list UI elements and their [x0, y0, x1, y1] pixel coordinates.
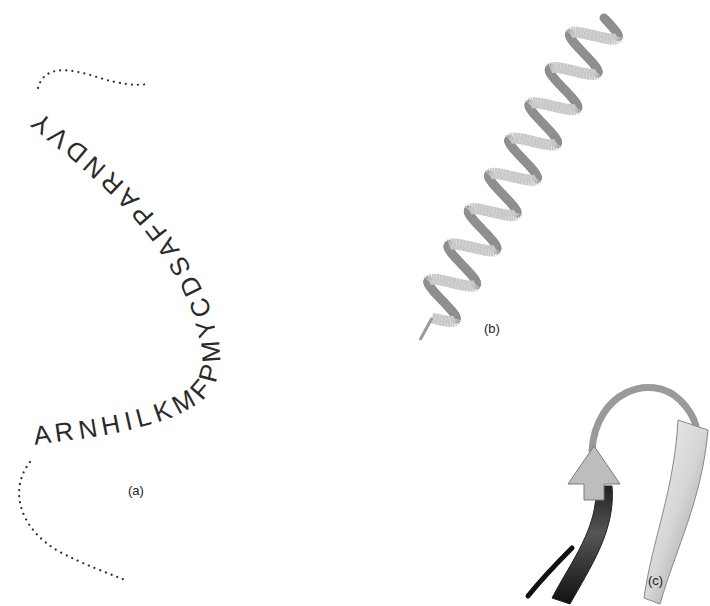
- helix-front: [454, 315, 455, 326]
- beta-strand: [552, 486, 612, 604]
- helix-front: [571, 103, 583, 115]
- helix-front: [468, 281, 470, 292]
- helix-front: [490, 244, 502, 256]
- helix-front: [587, 68, 590, 79]
- helix-front: [450, 238, 452, 249]
- panel-label: (a): [128, 484, 144, 497]
- residue-letter: Y: [192, 317, 221, 340]
- helix-back: [444, 240, 454, 250]
- helix-front: [470, 279, 482, 291]
- helix-front: [504, 133, 516, 145]
- helix-front: [495, 245, 496, 256]
- dotted-chain: [19, 462, 125, 580]
- helix-front: [551, 138, 563, 150]
- helix-front: [511, 209, 523, 221]
- helix-front: [569, 104, 571, 115]
- helix-front: [616, 33, 617, 44]
- helix-front: [564, 27, 576, 39]
- helix-front: [451, 319, 462, 320]
- helix-front: [546, 139, 549, 150]
- beta-sheet: [528, 387, 708, 604]
- helix-front: [445, 315, 448, 326]
- helix-front: [483, 168, 495, 180]
- helix-front: [610, 33, 612, 44]
- helix-front: [488, 245, 490, 256]
- helix-front: [549, 139, 551, 150]
- residue-letter: A: [31, 421, 52, 449]
- helix-back: [545, 64, 555, 74]
- helix-front: [576, 104, 577, 115]
- helix-front: [423, 274, 435, 286]
- panel-label: (c): [648, 574, 663, 587]
- helix-front: [524, 98, 536, 110]
- helix-back: [604, 18, 606, 21]
- beta-strand: [528, 548, 572, 596]
- helix-front: [572, 27, 574, 38]
- helix-front: [448, 316, 450, 327]
- helix-front: [535, 174, 536, 185]
- helix-front: [491, 168, 493, 179]
- helix-front: [430, 274, 432, 285]
- residue-letter: M: [197, 340, 225, 363]
- alpha-helix: [420, 18, 618, 340]
- beta-strand: [644, 420, 708, 604]
- helix-front: [567, 104, 570, 115]
- strand-arrowhead: [568, 446, 620, 500]
- helix-front: [450, 315, 462, 327]
- helix-front: [531, 173, 543, 185]
- residue-letter: H: [99, 410, 122, 439]
- panel-label: (b): [484, 322, 500, 335]
- helix-front: [612, 32, 624, 44]
- sequence-guide: [30, 110, 218, 444]
- helix-front: [511, 132, 513, 143]
- helix-front: [529, 175, 531, 186]
- helix-front: [471, 203, 473, 214]
- helix-front: [526, 174, 529, 185]
- residue-letter: C: [184, 294, 215, 321]
- helix-front: [613, 37, 624, 38]
- residue-letter: I: [122, 407, 135, 434]
- helix-front: [486, 245, 489, 256]
- helix-front: [506, 210, 509, 221]
- helix-front: [511, 213, 522, 214]
- helix-front: [515, 209, 516, 220]
- helix-front: [465, 280, 468, 291]
- helix-tail: [420, 318, 432, 340]
- helix-front: [509, 210, 511, 221]
- helix-front: [590, 69, 592, 80]
- helix-front: [551, 62, 553, 73]
- dotted-chain: [38, 70, 148, 88]
- residue-letter: L: [133, 403, 154, 432]
- helix-front: [607, 33, 610, 44]
- helix-front: [474, 280, 475, 291]
- helix-front: [592, 68, 604, 80]
- residue-letter: R: [53, 418, 75, 446]
- helix-front: [531, 97, 533, 108]
- helix-front: [463, 204, 475, 216]
- helix-front: [596, 68, 597, 79]
- helix-front: [555, 139, 556, 150]
- residue-letter: N: [76, 414, 99, 443]
